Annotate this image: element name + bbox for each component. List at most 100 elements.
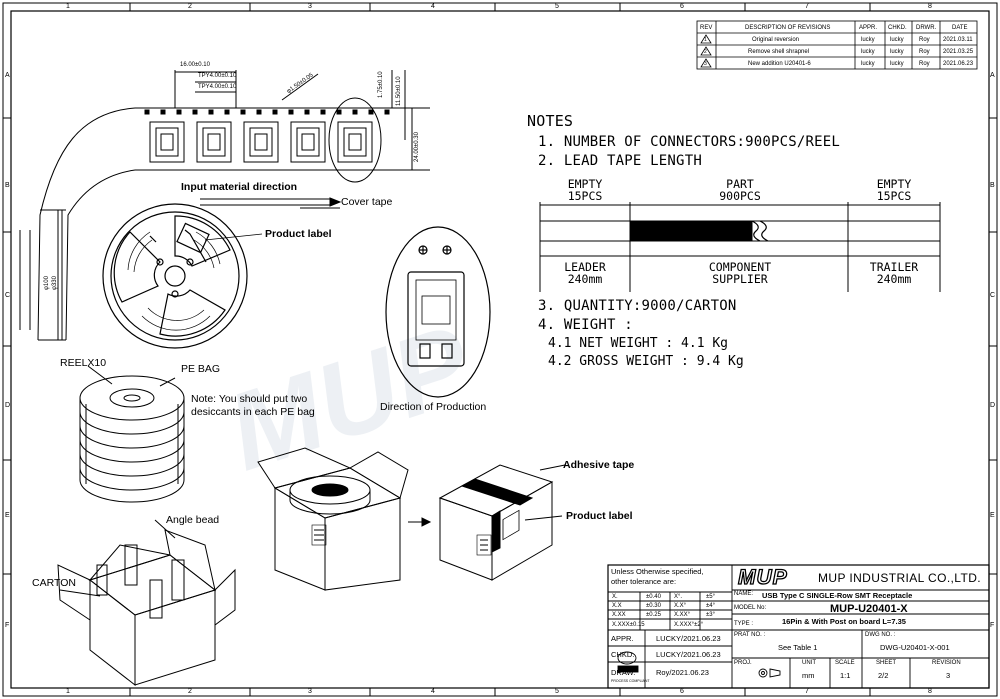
note-4-1: 4.1 NET WEIGHT : 4.1 Kg — [548, 336, 729, 351]
label-reelx10: REELX10 — [60, 357, 107, 369]
tol-cell-1-1: ±0.30 — [646, 603, 661, 609]
revision-value: 3 — [946, 671, 951, 680]
label-note-desiccant-1: Note: You should put two — [191, 393, 308, 405]
tol-cell-1-2: X.X° — [674, 603, 687, 609]
revision-appr-2: lucky — [861, 49, 875, 55]
proj-label: PROJ. — [734, 660, 752, 666]
label-product-label-box: Product label — [566, 510, 633, 522]
tol-cell-0-3: ±5° — [706, 594, 716, 600]
company-logo: MUP — [737, 565, 788, 589]
draw-label: DRAW. — [611, 668, 636, 677]
revision-drwr-2: Roy — [919, 49, 930, 55]
revision-desc-1: Original reversion — [752, 37, 800, 43]
tol-cell-0-1: ±0.40 — [646, 594, 661, 600]
revision-label: REVISION — [932, 660, 961, 666]
zone-label-top-8: 8 — [928, 3, 932, 10]
revision-header-rev: REV — [700, 25, 713, 31]
type-value: 16Pin & With Post on board L=7.35 — [782, 617, 906, 626]
revision-appr-3: lucky — [861, 61, 875, 67]
revision-chkd-3: lucky — [890, 61, 904, 67]
zone-label-top-3: 3 — [308, 3, 312, 10]
company-name: MUP INDUSTRIAL CO.,LTD. — [818, 571, 981, 585]
revision-chkd-2: lucky — [890, 49, 904, 55]
tape-part: PART 900PCS — [690, 178, 790, 202]
zone-label-top-1: 1 — [66, 3, 70, 10]
tape-empty-left-line1: EMPTY — [567, 177, 603, 191]
dim-pitch-total: 16.00±0.10 — [180, 62, 210, 68]
zone-label-right-e: E — [990, 512, 995, 519]
note-1: 1. NUMBER OF CONNECTORS:900PCS/REEL — [538, 134, 841, 150]
dim-width: 24.00±0.30 — [414, 132, 420, 162]
tol-cell-1-3: ±4° — [706, 603, 716, 609]
zone-label-left-b: B — [5, 182, 10, 189]
zone-label-bottom-1: 1 — [66, 688, 70, 695]
tape-component-line2: SUPPLIER — [712, 272, 768, 286]
tape-trailer: TRAILER 240mm — [852, 261, 936, 285]
sheet-label: SHEET — [876, 660, 897, 666]
zone-label-right-c: C — [990, 292, 996, 299]
revision-appr-1: lucky — [861, 37, 875, 43]
revision-rev-2: 2 — [704, 49, 707, 55]
revision-drwr-3: Roy — [919, 61, 930, 67]
tol-cell-0-2: X°. — [674, 594, 683, 600]
zone-label-top-4: 4 — [431, 3, 435, 10]
tape-component: COMPONENT SUPPLIER — [690, 261, 790, 285]
label-carton: CARTON — [32, 577, 76, 589]
tape-leader-line1: LEADER — [564, 260, 606, 274]
tape-part-line1: PART — [726, 177, 754, 191]
revision-date-1: 2021.03.11 — [943, 37, 973, 43]
dim-edge: 1.75±0.10 — [378, 71, 384, 98]
zone-label-top-7: 7 — [805, 3, 809, 10]
revision-drwr-1: Roy — [919, 37, 930, 43]
zone-label-right-f: F — [990, 622, 995, 629]
label-note-desiccant-2: desiccants in each PE bag — [191, 406, 315, 418]
revision-date-3: 2021.06.23 — [943, 61, 974, 67]
label-angle-bead: Angle bead — [166, 514, 220, 526]
draw-value: Roy/2021.06.23 — [656, 668, 709, 677]
revision-table-grid — [696, 20, 978, 70]
stacked-reels-drawing — [79, 365, 185, 503]
zone-label-left-c: C — [5, 292, 11, 299]
tol-cell-3-2: X.XXX°±2° — [674, 622, 704, 628]
tape-leader-line2: 240mm — [567, 272, 603, 286]
label-product-label-reel: Product label — [265, 228, 332, 240]
revision-header-date: DATE — [952, 25, 968, 31]
model-label: MODEL No: — [734, 605, 767, 611]
label-input-direction: Input material direction — [181, 181, 298, 193]
tol-cell-2-0: X.XX — [612, 612, 626, 618]
label-direction-production: Direction of Production — [380, 401, 487, 413]
title-block-grid — [607, 564, 990, 689]
zone-label-top-5: 5 — [555, 3, 559, 10]
zone-label-bottom-5: 5 — [555, 688, 559, 695]
rohs-logo-label: PROCESS COMPLIANT — [611, 679, 650, 683]
label-adhesive-tape: Adhesive tape — [563, 459, 635, 471]
tol-cell-3-0: X.XXX±0.15 — [612, 622, 645, 628]
revision-date-2: 2021.03.25 — [943, 49, 974, 55]
carton-with-reels-drawing — [257, 447, 409, 591]
zone-label-right-a: A — [990, 72, 995, 79]
chkd-value: LUCKY/2021.06.23 — [656, 650, 721, 659]
note-2: 2. LEAD TAPE LENGTH — [538, 153, 702, 169]
prat-label: PRAT NO. : — [734, 632, 766, 638]
sealed-box-drawing — [438, 464, 566, 581]
zone-label-top-6: 6 — [680, 3, 684, 10]
revision-rev-3: 3 — [704, 61, 707, 67]
dim-pitch-a: TPY4.00±0.10 — [198, 73, 237, 79]
type-label: TYPE : — [734, 621, 754, 627]
revision-desc-3: New addition U20401-6 — [748, 61, 811, 67]
label-pe-bag: PE BAG — [181, 363, 221, 375]
tape-component-line1: COMPONENT — [708, 260, 772, 274]
revision-chkd-1: lucky — [890, 37, 904, 43]
notes-title: NOTES — [527, 112, 574, 130]
carrier-tape-drawing — [19, 70, 430, 341]
revision-header-chkd: CHKD. — [888, 25, 907, 31]
name-value: USB Type C SINGLE-Row SMT Receptacle — [762, 591, 913, 600]
tape-empty-right-line1: EMPTY — [876, 177, 912, 191]
tape-trailer-line2: 240mm — [876, 272, 912, 286]
tol-cell-0-0: X. — [612, 594, 618, 600]
name-label: NAME: — [734, 591, 754, 597]
dim-reel-d2: φ330 — [52, 276, 58, 290]
tape-layout-diagram — [539, 202, 941, 292]
tol-cell-2-3: ±3° — [706, 612, 716, 618]
